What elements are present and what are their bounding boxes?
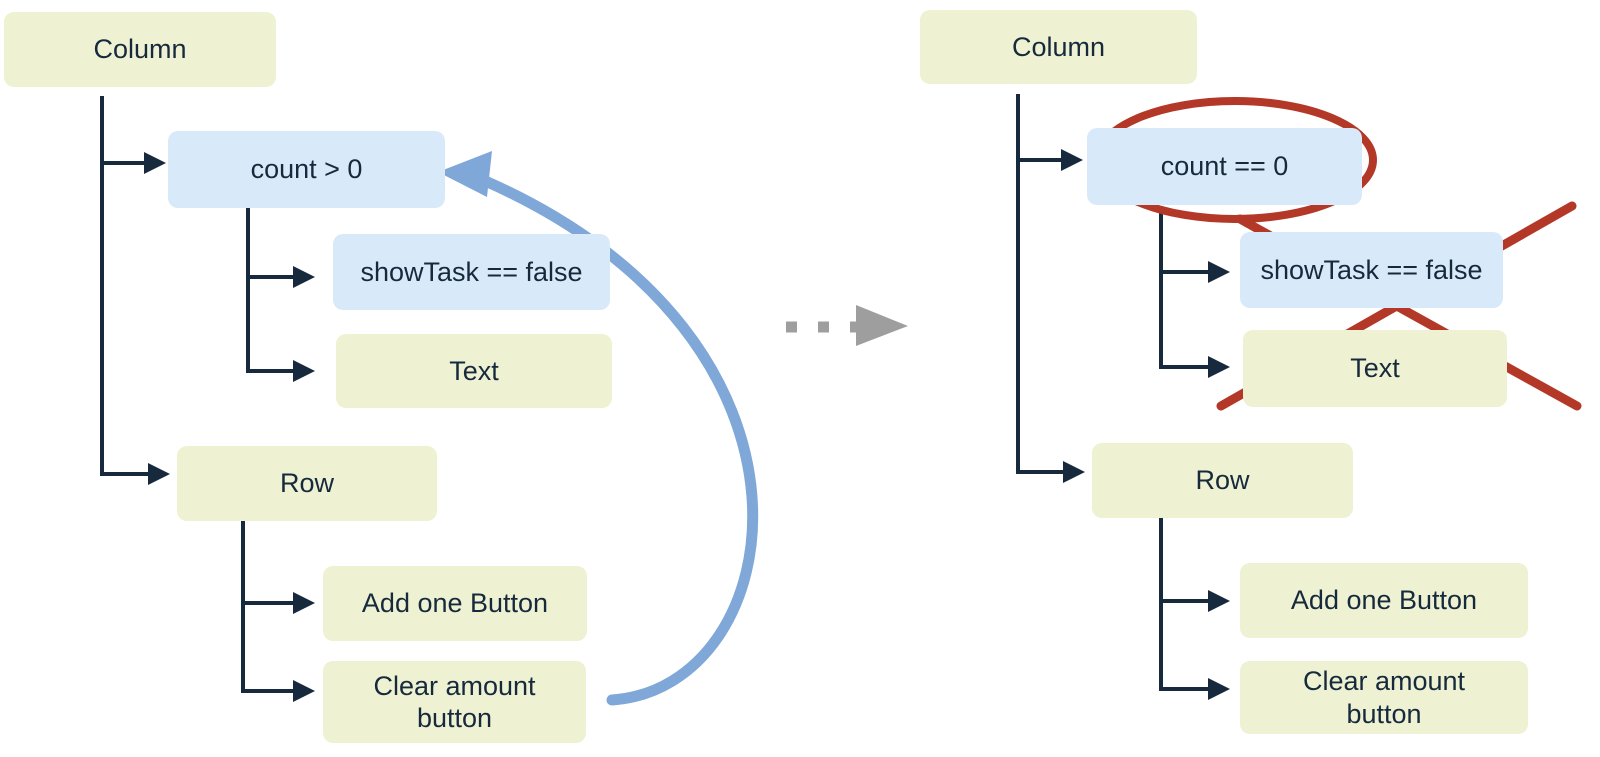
right-condition-trunk-line — [1159, 206, 1208, 369]
arrowhead-to-row-right — [1063, 461, 1085, 483]
arrowhead-to-count-condition-right — [1061, 149, 1083, 171]
right-tree-arrowheads — [1061, 149, 1230, 700]
right-tree-connectors — [1016, 94, 1208, 691]
right-node-column: Column — [920, 10, 1197, 84]
arrowhead-to-addone-right — [1208, 590, 1230, 612]
left-column-trunk-line — [100, 96, 148, 476]
left-condition-trunk-line — [246, 206, 293, 373]
left-node-clear-amount-button: Clear amount button — [323, 661, 586, 743]
right-node-text: Text — [1243, 330, 1507, 407]
arrowhead-to-showtask-right — [1208, 261, 1230, 283]
arrowhead-to-clear-right — [1208, 678, 1230, 700]
transition-arrow — [786, 305, 908, 346]
loop-arrow — [438, 151, 759, 706]
arrowhead-to-clear — [293, 680, 315, 702]
right-node-showtask: showTask == false — [1240, 232, 1503, 308]
left-tree-arrowheads — [144, 152, 315, 702]
right-row-trunk-line — [1159, 518, 1208, 691]
arrowhead-to-text — [293, 360, 315, 382]
left-node-column: Column — [4, 12, 276, 87]
right-column-trunk-line — [1016, 94, 1063, 474]
left-node-condition: count > 0 — [168, 131, 445, 208]
arrowhead-to-row — [148, 463, 170, 485]
left-tree-connectors — [100, 96, 293, 693]
transition-arrow-head — [856, 305, 908, 346]
left-row-trunk-line — [241, 521, 293, 693]
right-node-add-one-button: Add one Button — [1240, 563, 1528, 638]
right-node-clear-amount-button: Clear amount button — [1240, 661, 1528, 734]
loop-arrow-curve — [477, 174, 759, 706]
arrowhead-to-count-condition — [144, 152, 166, 174]
arrowhead-to-addone — [293, 592, 315, 614]
left-node-showtask: showTask == false — [333, 234, 610, 310]
right-node-condition: count == 0 — [1087, 128, 1362, 205]
left-node-add-one-button: Add one Button — [323, 566, 587, 641]
arrowhead-to-text-right — [1208, 356, 1230, 378]
left-node-row: Row — [177, 446, 437, 521]
loop-arrow-head — [438, 151, 492, 197]
left-node-text: Text — [336, 334, 612, 408]
arrowhead-to-showtask — [293, 266, 315, 288]
right-node-row: Row — [1092, 443, 1353, 518]
